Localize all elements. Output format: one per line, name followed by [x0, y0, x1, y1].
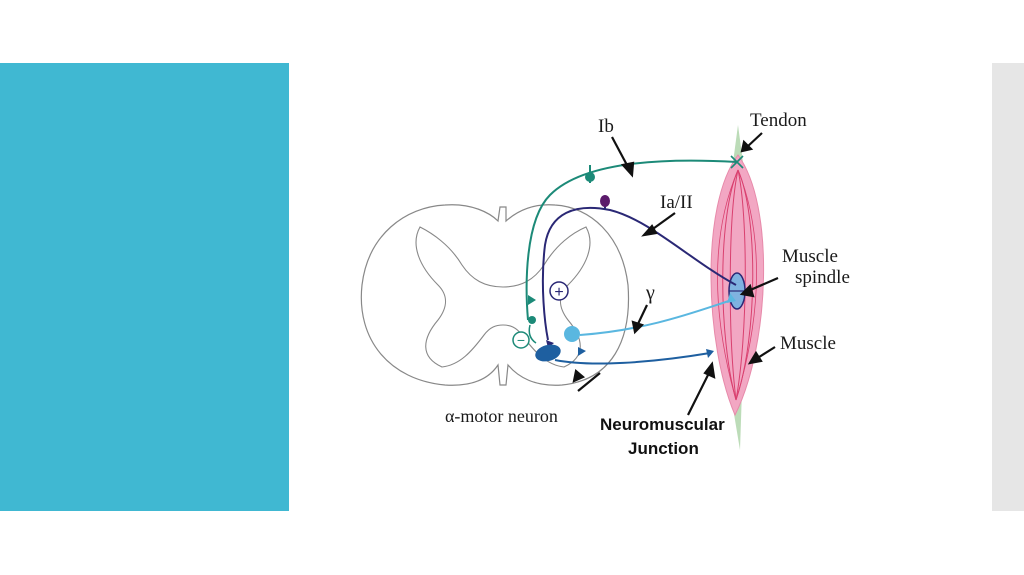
muscle-fiber-line — [729, 169, 739, 401]
muscle-fiber-line — [735, 169, 746, 401]
muscle-fiber-line — [735, 169, 757, 401]
muscle-spindle-label-1: Muscle — [782, 246, 838, 267]
reflex-diagram: + − Ib Ia/II γ Tendon — [360, 110, 850, 458]
ib-interneuron — [528, 316, 536, 324]
ib-soma — [585, 172, 595, 182]
gamma-label: γ — [645, 282, 655, 304]
ia-ii-fiber — [541, 195, 737, 348]
minus-label: − — [517, 332, 525, 348]
gamma-motor-neuron — [564, 326, 580, 342]
muscle-label: Muscle — [780, 333, 836, 354]
muscle-spindle-label-2: spindle — [795, 267, 850, 288]
ia-soma — [600, 195, 610, 207]
ib-fiber — [525, 155, 744, 344]
excitatory-sign: + — [549, 281, 569, 301]
ib-label: Ib — [598, 116, 614, 137]
alpha-fiber — [535, 344, 714, 365]
nmj-label-2: Junction — [628, 439, 699, 458]
ia-ii-label: Ia/II — [660, 192, 693, 213]
tendon-label: Tendon — [750, 110, 807, 131]
alpha-motor-neuron-soma — [535, 344, 561, 362]
plus-label: + — [554, 284, 563, 301]
alpha-motor-neuron-label: α-motor neuron — [445, 406, 558, 426]
nmj-label-1: Neuromuscular — [600, 415, 725, 434]
muscle-fiber-line — [717, 169, 739, 401]
inhibitory-sign: − — [512, 331, 530, 349]
right-accent-strip — [992, 63, 1024, 511]
gamma-fiber — [564, 293, 736, 356]
left-accent-panel — [0, 63, 289, 511]
